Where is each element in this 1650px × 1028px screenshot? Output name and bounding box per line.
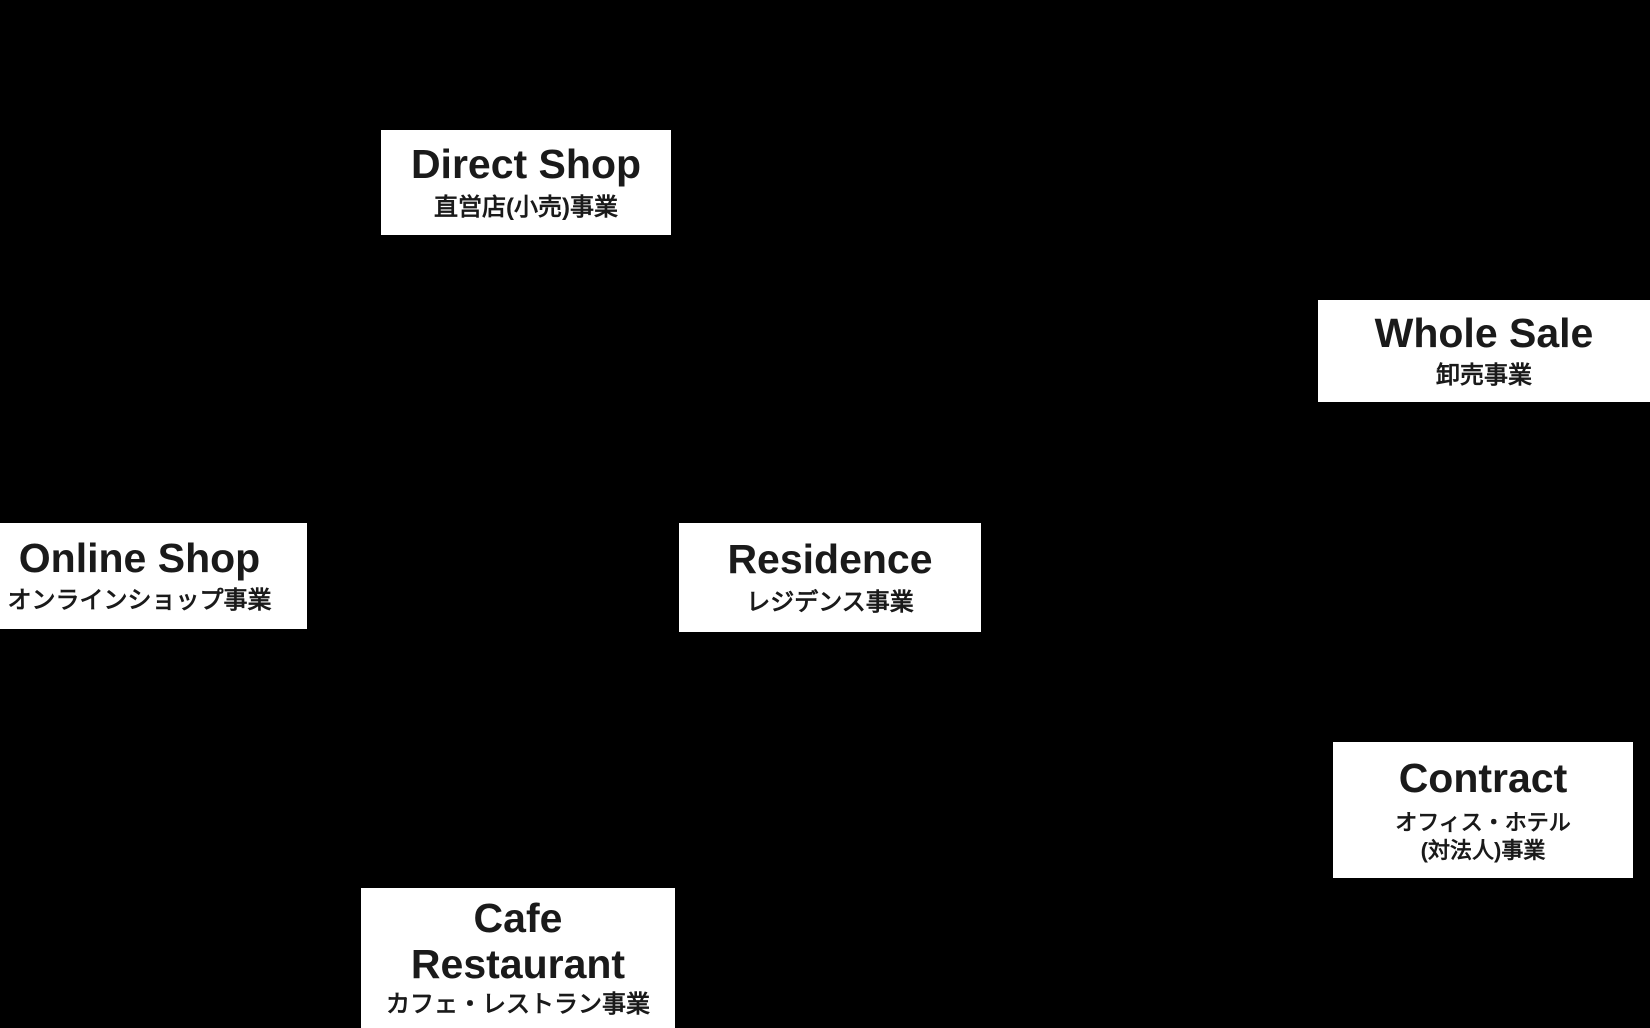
business-node-contract: Contract オフィス・ホテル (対法人)事業 <box>1333 742 1633 878</box>
business-node-residence: Residence レジデンス事業 <box>679 523 981 632</box>
node-subtitle-direct-shop: 直営店(小売)事業 <box>434 193 618 221</box>
node-title-whole-sale: Whole Sale <box>1374 309 1594 356</box>
node-title-online-shop: Online Shop <box>18 534 261 581</box>
node-subtitle-contract: オフィス・ホテル (対法人)事業 <box>1395 810 1571 863</box>
business-node-whole-sale: Whole Sale 卸売事業 <box>1318 300 1650 402</box>
node-title-residence: Residence <box>727 536 933 583</box>
node-subtitle-whole-sale: 卸売事業 <box>1436 362 1532 390</box>
node-subtitle-residence: レジデンス事業 <box>746 588 914 616</box>
business-node-direct-shop: Direct Shop 直営店(小売)事業 <box>381 130 671 235</box>
business-node-cafe-restaurant: Cafe Restaurant カフェ・レストラン事業 <box>361 888 675 1028</box>
node-title-contract: Contract <box>1398 754 1568 801</box>
node-title-cafe-restaurant: Cafe Restaurant <box>410 895 626 987</box>
node-subtitle-online-shop: オンラインショップ事業 <box>7 587 272 615</box>
node-subtitle-cafe-restaurant: カフェ・レストラン事業 <box>386 990 650 1018</box>
business-node-online-shop: Online Shop オンラインショップ事業 <box>0 523 307 629</box>
node-title-direct-shop: Direct Shop <box>410 141 642 188</box>
